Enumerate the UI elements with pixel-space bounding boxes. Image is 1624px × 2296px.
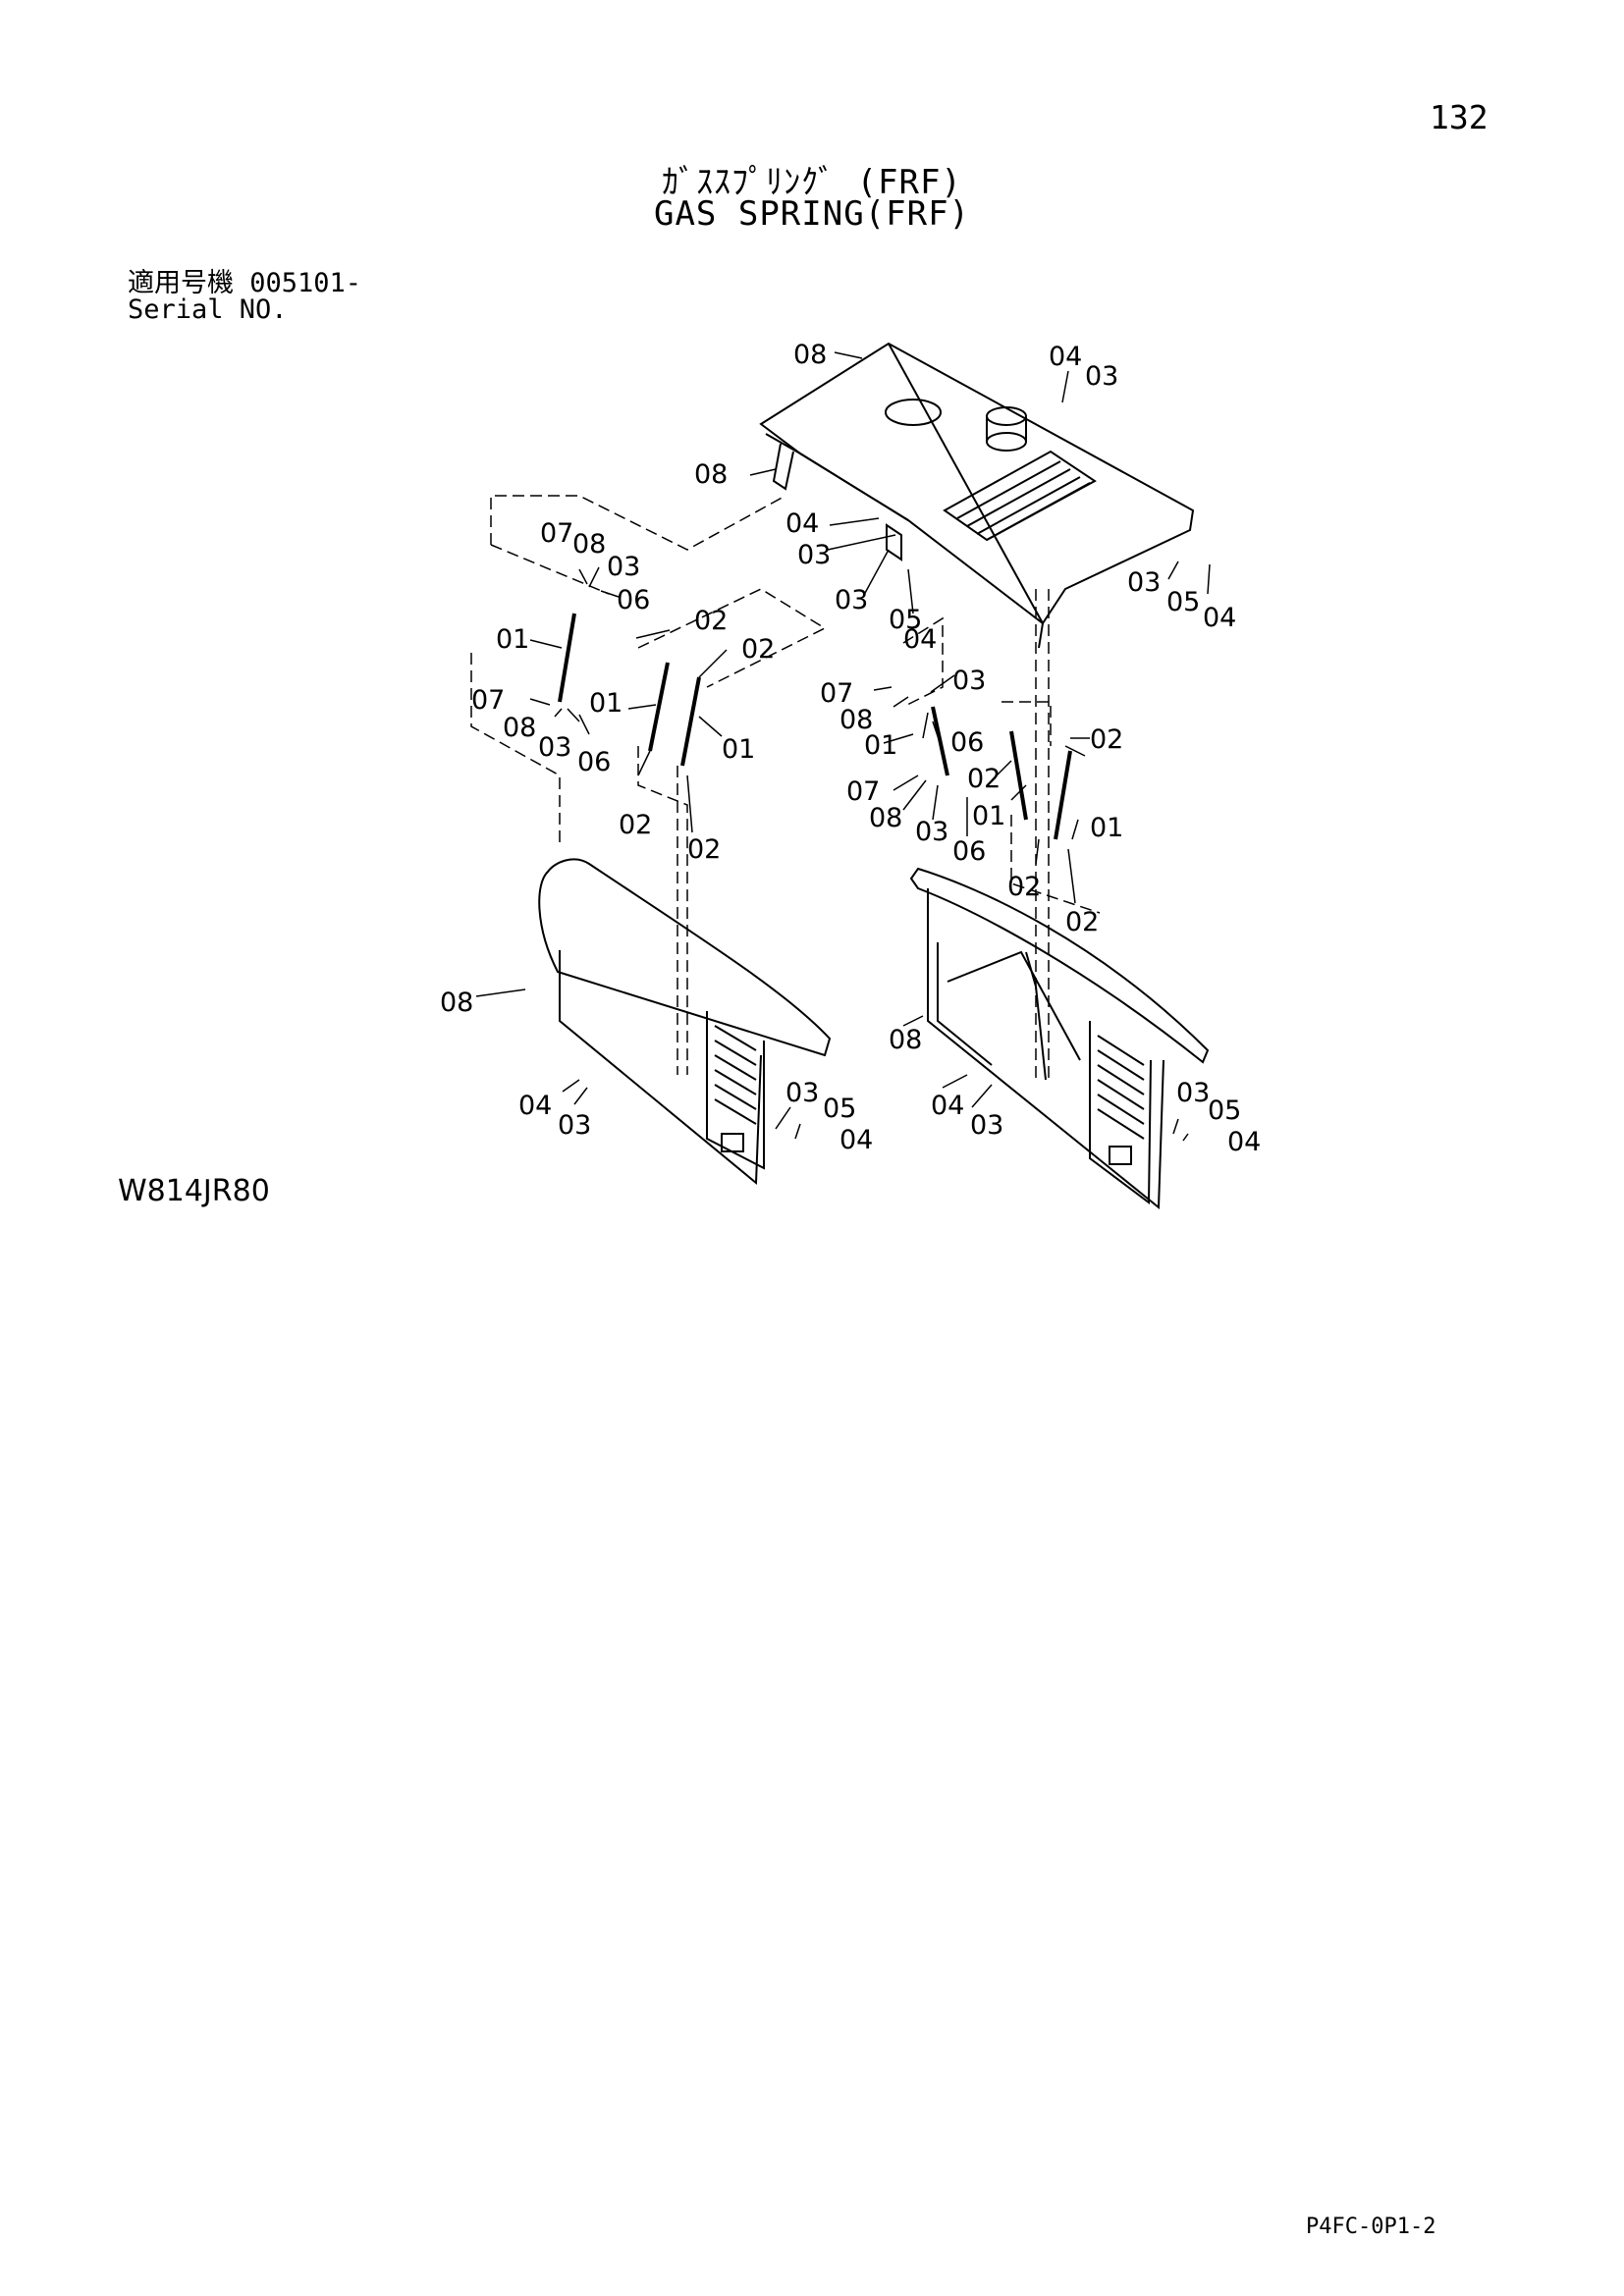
callout: 03 xyxy=(970,1110,1003,1141)
callout: 03 xyxy=(915,817,948,847)
callout: 04 xyxy=(785,508,819,539)
callout: 08 xyxy=(793,340,827,370)
top-cover xyxy=(759,342,1195,649)
callout: 03 xyxy=(1127,567,1161,598)
callout: 03 xyxy=(538,732,571,763)
callout: 04 xyxy=(1049,342,1082,372)
callout: 06 xyxy=(950,727,984,758)
callout: 04 xyxy=(518,1091,552,1121)
callout: 02 xyxy=(967,764,1001,794)
callout: 07 xyxy=(846,776,880,807)
callout: 08 xyxy=(889,1025,922,1055)
assembly-lines xyxy=(470,495,1101,1080)
callout: 03 xyxy=(1085,361,1118,392)
callout: 02 xyxy=(694,606,728,636)
diagram-lines xyxy=(470,342,1211,1210)
callout: 07 xyxy=(820,678,853,709)
callout: 06 xyxy=(617,585,650,615)
page-number: 132 xyxy=(1430,98,1489,136)
callout: 06 xyxy=(577,747,611,777)
callout: 01 xyxy=(1090,813,1123,843)
callout: 08 xyxy=(440,988,473,1018)
callout: 02 xyxy=(619,810,652,840)
callout: 07 xyxy=(540,518,573,549)
callout: 03 xyxy=(952,666,986,696)
hood-latch xyxy=(772,443,794,491)
callout: 06 xyxy=(952,836,986,867)
leader-lines xyxy=(475,351,1211,1142)
callout: 03 xyxy=(797,540,831,570)
callout: 04 xyxy=(1203,603,1236,633)
callout: 01 xyxy=(589,688,623,719)
hinge-bracket xyxy=(886,523,902,561)
right-side-door xyxy=(909,867,1210,1210)
callout: 05 xyxy=(889,605,922,635)
callout: 04 xyxy=(1227,1127,1261,1157)
callout: 03 xyxy=(607,552,640,582)
callout: 02 xyxy=(1007,872,1041,902)
callout: 07 xyxy=(471,685,505,716)
callout: 08 xyxy=(503,713,536,743)
callout: 05 xyxy=(1166,587,1200,617)
serial-label-japanese: 適用号機 005101- xyxy=(128,268,362,298)
callout: 04 xyxy=(931,1091,964,1121)
callout: 04 xyxy=(839,1125,873,1155)
callout: 08 xyxy=(572,529,606,560)
footer-code: P4FC-0P1-2 xyxy=(1306,2215,1436,2239)
callout: 03 xyxy=(558,1110,591,1141)
callout: 04 xyxy=(903,624,937,655)
serial-label-english: Serial NO. xyxy=(128,294,288,325)
callout: 05 xyxy=(823,1094,856,1124)
callout: 02 xyxy=(1090,724,1123,755)
callout: 02 xyxy=(1065,907,1099,937)
title-english: GAS SPRING(FRF) xyxy=(653,194,971,234)
callout: 03 xyxy=(1176,1078,1210,1108)
gas-springs xyxy=(558,613,1072,840)
title-japanese: ｶﾞｽｽﾌﾟﾘﾝｸﾞ (FRF) xyxy=(662,163,962,202)
callout: 02 xyxy=(741,634,775,665)
callout: 01 xyxy=(496,624,529,655)
callout: 08 xyxy=(694,459,728,490)
left-side-door xyxy=(538,858,832,1186)
callout: 08 xyxy=(869,803,902,833)
callout: 03 xyxy=(835,585,868,615)
callout: 01 xyxy=(972,801,1005,831)
callout: 01 xyxy=(722,734,755,765)
callout: 01 xyxy=(864,730,897,761)
callout-labels: 08 04 03 08 04 03 03 05 04 03 05 04 07 0… xyxy=(440,340,1261,1157)
callout: 05 xyxy=(1208,1095,1241,1126)
callout: 08 xyxy=(839,705,873,735)
drawing-code: W814JR80 xyxy=(118,1174,270,1208)
callout: 03 xyxy=(785,1078,819,1108)
callout: 02 xyxy=(687,834,721,865)
